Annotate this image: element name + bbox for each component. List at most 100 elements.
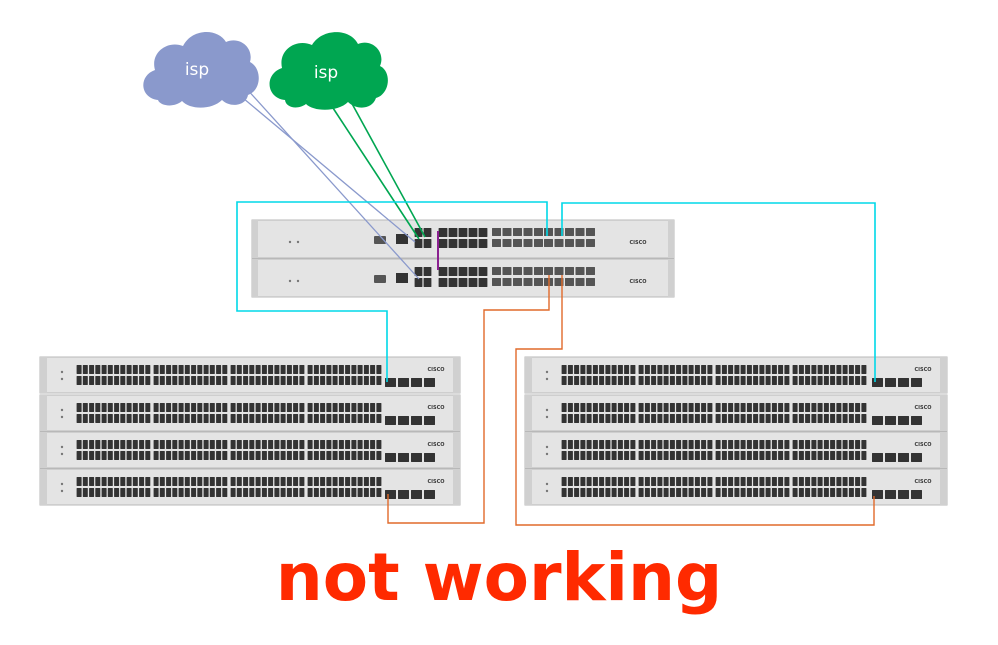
sfp-port — [492, 239, 501, 247]
ethernet-port — [351, 403, 357, 412]
ethernet-port — [638, 414, 644, 423]
ethernet-port — [715, 451, 721, 460]
ethernet-port — [644, 403, 650, 412]
ethernet-port — [126, 488, 132, 497]
ethernet-port — [792, 477, 798, 486]
ethernet-port — [274, 488, 280, 497]
ethernet-port — [561, 376, 567, 385]
ethernet-port — [326, 403, 332, 412]
ethernet-port — [139, 440, 145, 449]
sfp-port — [565, 278, 574, 286]
ethernet-port — [313, 365, 319, 374]
ethernet-port — [293, 488, 299, 497]
uplink-port — [398, 490, 409, 499]
ethernet-port — [798, 488, 804, 497]
ethernet-port — [448, 278, 458, 287]
ethernet-port — [721, 403, 727, 412]
cisco-logo-text: CISCO — [914, 405, 931, 411]
ethernet-port — [592, 365, 598, 374]
ethernet-port — [178, 365, 184, 374]
switch-chassis — [524, 468, 948, 506]
ethernet-port — [209, 365, 215, 374]
ethernet-port — [811, 440, 817, 449]
ethernet-port — [126, 440, 132, 449]
ethernet-port — [203, 403, 209, 412]
ethernet-port — [191, 365, 197, 374]
ethernet-port — [728, 403, 734, 412]
ethernet-port — [753, 376, 759, 385]
ethernet-port — [197, 414, 203, 423]
cisco-logo-text: CISCO — [427, 479, 444, 485]
ethernet-port — [580, 376, 586, 385]
sfp-port — [586, 267, 595, 275]
ethernet-port — [701, 440, 707, 449]
ethernet-port — [255, 477, 261, 486]
ethernet-port — [798, 365, 804, 374]
ethernet-port — [82, 488, 88, 497]
ethernet-port — [120, 403, 126, 412]
ethernet-port — [561, 477, 567, 486]
ethernet-port — [76, 365, 82, 374]
ethernet-port — [805, 403, 811, 412]
ethernet-port — [216, 477, 222, 486]
rack-ear-right — [453, 357, 460, 393]
ethernet-port — [107, 376, 113, 385]
ethernet-port — [759, 440, 765, 449]
ethernet-port — [145, 414, 151, 423]
ethernet-port — [268, 451, 274, 460]
ethernet-port — [638, 488, 644, 497]
ethernet-port — [638, 376, 644, 385]
ethernet-port — [363, 440, 369, 449]
ethernet-port — [216, 365, 222, 374]
core-switch: CISCO — [251, 219, 675, 259]
rack-ear-right — [668, 220, 674, 258]
ethernet-port — [811, 414, 817, 423]
uplink-port — [911, 453, 922, 462]
ethernet-port — [644, 477, 650, 486]
ethernet-port — [338, 451, 344, 460]
ethernet-port — [243, 376, 249, 385]
ethernet-port — [376, 451, 382, 460]
uplink-port — [885, 453, 896, 462]
ethernet-port — [332, 376, 338, 385]
ethernet-port — [836, 365, 842, 374]
ethernet-port — [728, 376, 734, 385]
ethernet-port — [230, 376, 236, 385]
ethernet-port — [286, 403, 292, 412]
ethernet-port — [120, 376, 126, 385]
ethernet-port — [830, 365, 836, 374]
ethernet-port — [651, 376, 657, 385]
cloud-icon — [143, 31, 259, 108]
ethernet-port — [811, 403, 817, 412]
ethernet-port — [286, 440, 292, 449]
ethernet-port — [236, 403, 242, 412]
ethernet-port — [855, 488, 861, 497]
ethernet-port — [132, 376, 138, 385]
sfp-port — [565, 239, 574, 247]
ethernet-port — [784, 488, 790, 497]
ethernet-port — [249, 477, 255, 486]
ethernet-port — [345, 488, 351, 497]
rack-ear-left — [525, 357, 532, 393]
ethernet-port — [166, 376, 172, 385]
ethernet-port — [216, 451, 222, 460]
ethernet-port — [817, 477, 823, 486]
ethernet-port — [261, 451, 267, 460]
ethernet-port — [280, 488, 286, 497]
sfp-port — [523, 239, 533, 247]
ethernet-port — [682, 365, 688, 374]
ethernet-port — [209, 414, 215, 423]
ethernet-port — [694, 376, 700, 385]
ethernet-port — [682, 440, 688, 449]
ethernet-port — [638, 451, 644, 460]
ethernet-port — [669, 451, 675, 460]
ethernet-port — [159, 414, 165, 423]
ethernet-port — [855, 403, 861, 412]
uplink-port — [424, 416, 435, 425]
ethernet-port — [139, 414, 145, 423]
ethernet-port — [848, 414, 854, 423]
cisco-logo-text: CISCO — [914, 442, 931, 448]
ethernet-port — [274, 440, 280, 449]
ethernet-port — [376, 477, 382, 486]
ethernet-port — [676, 488, 682, 497]
